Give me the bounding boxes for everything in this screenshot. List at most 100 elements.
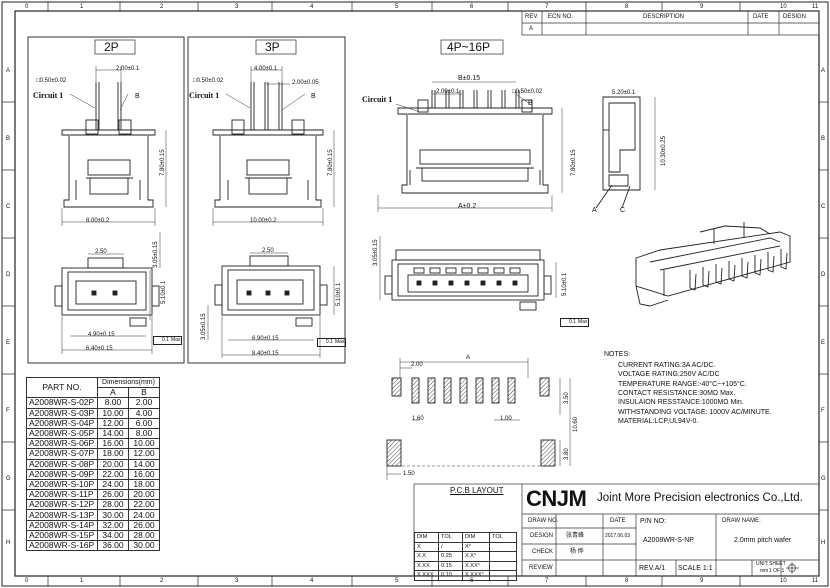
- dim-b-cell: 20.00: [128, 489, 160, 501]
- drawing-isometric: [635, 222, 791, 307]
- label-4p-ref-b: B: [528, 100, 533, 107]
- flatness-3p-value: 0.1: [326, 339, 333, 345]
- frame-col-bottom-0: 0: [25, 578, 29, 584]
- part-number-cell: A2008WR-S-07P: [26, 448, 98, 460]
- tolerance-cell: 0.10: [438, 570, 463, 581]
- pcb-pad: [475, 377, 484, 404]
- dim-b-cell: 12.00: [128, 448, 160, 460]
- dim-a-cell: 26.00: [97, 489, 129, 501]
- isometric-leg: [780, 249, 788, 270]
- rev-value: REV.A/1: [639, 565, 666, 572]
- dim-a-cell: 24.00: [97, 478, 129, 491]
- frame-col-top-10: 10: [780, 4, 787, 10]
- label-box-3p: [255, 39, 297, 55]
- frame-col-bottom-6: 6: [470, 578, 474, 584]
- dim-4p-depth2: 5.10±0.1: [562, 272, 568, 296]
- part-number-cell: A2008WR-S-14P: [26, 519, 98, 531]
- top-view-contact: [429, 267, 441, 274]
- drawing-4p-top: [384, 249, 552, 311]
- note-line: CURRENT RATING:3A AC/DC.: [618, 362, 716, 369]
- top-view-pin: [448, 280, 454, 286]
- frame-col-top-9: 9: [700, 4, 704, 10]
- dim-3p-inner: 6.90±0.15: [252, 336, 279, 342]
- dim-b-cell: 28.00: [128, 529, 160, 542]
- dim-3p-pitch: 2.00±0.05: [292, 80, 319, 86]
- pcb-dim-160: 1.60: [412, 416, 424, 422]
- dim-2p-top-pitch: 2.50: [95, 249, 107, 255]
- dim-b-cell: 14.00: [128, 458, 160, 470]
- dim-2p-width: 8.00±0.2: [86, 218, 110, 224]
- dim-b-cell: 30.00: [128, 539, 160, 552]
- frame-col-bottom-4: 4: [310, 578, 314, 584]
- tol-header-tol-2: TOL: [489, 532, 517, 543]
- part-number-cell: A2008WR-S-13P: [26, 509, 98, 521]
- pcb-pad: [411, 377, 420, 404]
- dim-3p-outer: 8.40±0.15: [252, 351, 279, 357]
- panel-3p: [187, 36, 346, 364]
- note-line: WITHSTANDING VOLTAGE: 1000V AC/MINUTE.: [618, 408, 772, 416]
- dim-4p-pin: □0.50±0.02: [512, 89, 543, 95]
- note-line: VOLTAGE RATING:250V AC/DC: [618, 371, 720, 379]
- flatness-2p-value: 0.1: [162, 337, 169, 343]
- top-view-contact: [413, 267, 425, 274]
- part-number-cell: A2008WR-S-02P: [26, 397, 98, 409]
- pcb-pad: [459, 377, 468, 404]
- pn-label: P/N NO:: [640, 518, 667, 525]
- dim-b-cell: 22.00: [128, 499, 160, 511]
- flatness-4p-value: 0.1: [569, 319, 576, 325]
- design-date: 2017.06.03: [605, 533, 631, 539]
- top-view-contact: [445, 267, 457, 274]
- part-number-cell: A2008WR-S-12P: [26, 499, 98, 511]
- company-name: Joint More Precision electronics Co.,Ltd…: [597, 492, 803, 504]
- frame-row-left-7: H: [6, 540, 11, 546]
- dim-b-cell: 18.00: [128, 478, 160, 491]
- pcb-dim-350: 3.50: [564, 392, 570, 404]
- dim-a-cell: 14.00: [97, 427, 129, 440]
- revision-table-lines: [521, 10, 820, 36]
- rev-header-rev: REV.: [525, 14, 539, 20]
- part-number-cell: A2008WR-S-03P: [26, 407, 98, 419]
- tolerance-cell: [489, 541, 517, 552]
- isometric-leg: [767, 252, 775, 273]
- frame-col-top-7: 7: [545, 4, 549, 10]
- dim-4p-width: A±0.2: [458, 203, 477, 210]
- top-view-pin: [480, 280, 486, 286]
- tolerance-cell: 0.15: [438, 560, 463, 571]
- frame-row-right-1: B: [821, 136, 826, 142]
- frame-col-bottom-10: 10: [780, 578, 787, 584]
- dim-3p-depth: 3.05±0.15: [201, 313, 207, 340]
- tolerance-cell: [489, 551, 517, 562]
- note-line: CONTACT RESISTANCE:30MΩ Max.: [618, 389, 736, 397]
- dim-b-cell: 2.00: [128, 397, 160, 409]
- unit-value: mm: [760, 568, 769, 574]
- part-number-cell: A2008WR-S-09P: [26, 468, 98, 480]
- panel-2p: [27, 36, 185, 364]
- notes-title: NOTES:: [604, 351, 631, 358]
- tolerance-cell: /: [438, 541, 463, 552]
- frame-col-bottom-11: 11: [812, 578, 819, 584]
- dim-a-cell: 10.00: [97, 407, 129, 419]
- dim-4p-depth: 3.05±0.15: [373, 239, 379, 266]
- top-view-contact: [509, 267, 521, 274]
- isometric-leg: [702, 267, 710, 288]
- dim-3p-pitch-total: 4.00±0.1: [254, 66, 278, 72]
- flatness-box-3p: [317, 338, 346, 347]
- dim-2p-height: 7.80±0.15: [160, 149, 166, 176]
- tol-header-tol-1: TOL: [438, 532, 463, 543]
- frame-row-left-2: C: [6, 204, 11, 210]
- dim-a-cell: 28.00: [97, 499, 129, 511]
- pcb-dim-100: 1.00: [500, 416, 512, 422]
- label-3p-circuit: Circuit 1: [189, 91, 220, 100]
- flatness-box-2p: [153, 336, 182, 345]
- dim-4p-height: 7.80±0.15: [571, 149, 577, 176]
- rev-header-ecn: ECN NO.: [548, 14, 574, 20]
- dim-side-top: 5.20±0.1: [612, 90, 636, 96]
